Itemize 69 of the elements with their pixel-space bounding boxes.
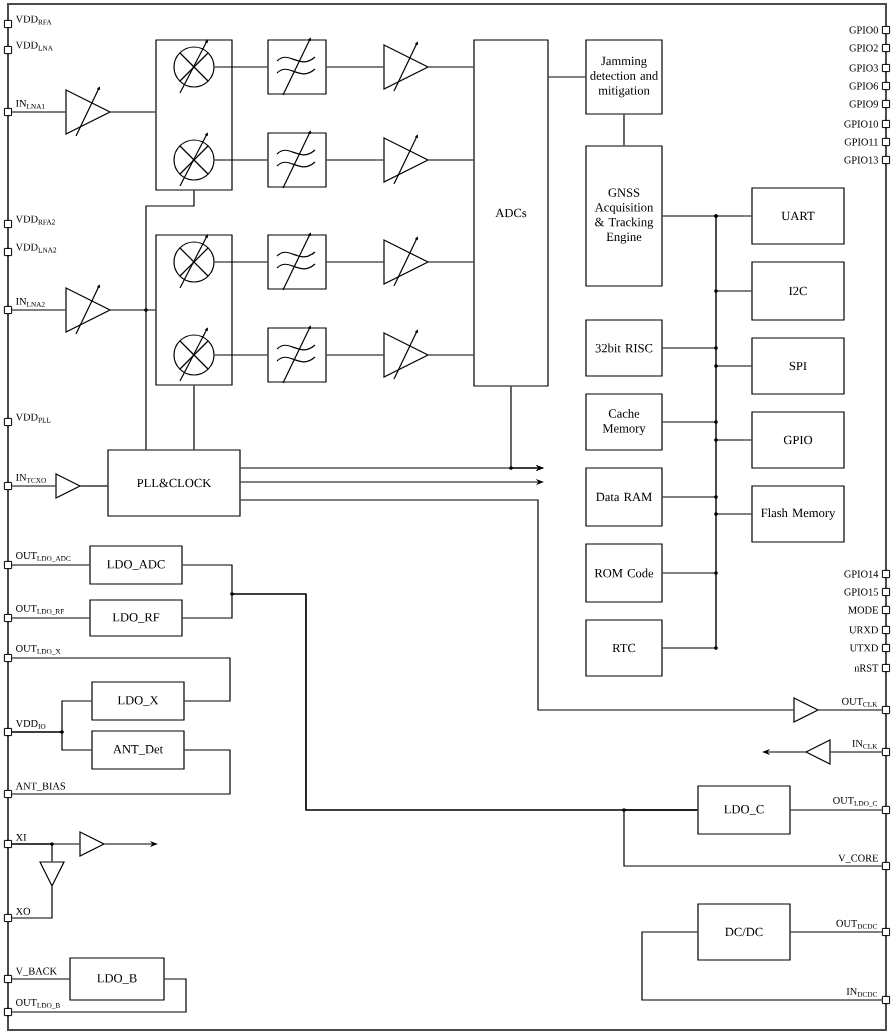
connector <box>11 111 66 113</box>
connector <box>214 66 268 68</box>
connector <box>715 365 752 367</box>
connector <box>428 159 474 161</box>
connector <box>11 843 53 862</box>
connector <box>11 309 66 311</box>
connector <box>11 564 90 566</box>
connector <box>11 978 187 1013</box>
amplifier-symbol <box>383 329 430 380</box>
connector <box>662 421 717 423</box>
mixer-symbol <box>173 132 215 187</box>
connector <box>428 354 474 356</box>
connector <box>11 485 56 487</box>
buffer-symbol <box>793 697 820 723</box>
amplifier-symbol <box>383 134 430 185</box>
buffer-symbol <box>55 473 82 499</box>
connector <box>214 159 268 161</box>
connector <box>11 978 70 980</box>
mixer-symbol <box>173 234 215 289</box>
connector <box>11 731 92 751</box>
connector <box>623 809 883 867</box>
connector <box>818 709 883 711</box>
amplifier-symbol <box>383 236 430 287</box>
mixer-symbol <box>173 327 215 382</box>
connector <box>428 66 474 68</box>
connector <box>240 499 794 711</box>
connector <box>790 809 883 811</box>
bus-line <box>714 214 718 650</box>
connector <box>662 215 717 217</box>
connector <box>145 190 195 450</box>
connector <box>11 657 231 702</box>
connector <box>326 261 384 263</box>
connector <box>662 572 717 574</box>
connector <box>715 215 752 217</box>
connector <box>326 159 384 161</box>
filter-symbol <box>267 232 327 291</box>
mixer-symbol <box>173 39 215 94</box>
connector <box>326 354 384 356</box>
connector <box>548 76 586 78</box>
connector <box>641 931 883 1001</box>
buffer-symbol <box>79 831 106 857</box>
connector <box>110 111 156 113</box>
connector <box>662 347 717 349</box>
filter-symbol <box>267 37 327 96</box>
connector <box>662 496 717 498</box>
connector <box>80 485 108 487</box>
connector <box>110 309 156 311</box>
connector <box>662 647 717 649</box>
buffer-symbol <box>39 861 65 888</box>
amplifier-symbol <box>65 284 112 335</box>
connector <box>790 931 883 933</box>
connector <box>623 114 625 146</box>
connector <box>193 385 195 450</box>
filter-symbol <box>267 325 327 384</box>
connector <box>11 886 53 919</box>
connector <box>830 751 883 753</box>
connector <box>715 439 752 441</box>
connector <box>326 66 384 68</box>
connector <box>214 261 268 263</box>
connector <box>715 513 752 515</box>
amplifier-symbol <box>383 41 430 92</box>
amplifier-symbol <box>65 86 112 137</box>
connector <box>428 261 474 263</box>
filter-symbol <box>267 130 327 189</box>
connector <box>214 354 268 356</box>
connector <box>715 290 752 292</box>
connector <box>11 617 90 619</box>
buffer-symbol <box>804 739 831 765</box>
connector <box>11 749 231 795</box>
